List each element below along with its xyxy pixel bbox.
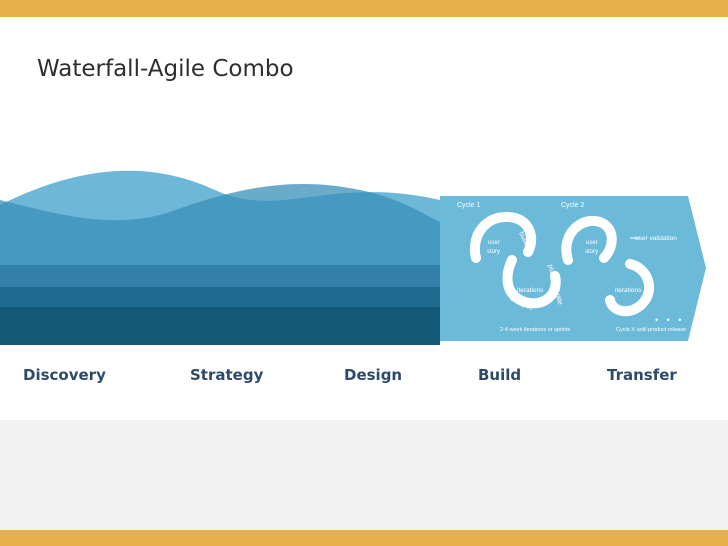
user-story-1-line-1: user: [488, 240, 500, 246]
cycle-1-swirl: [469, 211, 561, 309]
phase-design: Design: [344, 366, 403, 384]
phase-discovery: Discovery: [23, 366, 106, 384]
user-story-2-line-2: story: [585, 249, 598, 255]
slide-title: Waterfall-Agile Combo: [37, 56, 294, 82]
bottom-accent-bar: [0, 530, 728, 546]
user-validation-label: user validation: [635, 235, 677, 242]
lower-panel: [0, 420, 728, 530]
phase-strategy: Strategy: [190, 366, 264, 384]
cycle-2-swirl: [561, 215, 655, 317]
iterations-label-2: iterations: [615, 287, 642, 294]
phase-transfer: Transfer: [607, 366, 677, 384]
cycle-2-label: Cycle 2: [561, 202, 584, 209]
top-accent-bar: [0, 0, 728, 17]
phase-build: Build: [478, 366, 522, 384]
user-story-2-line-1: user: [586, 240, 598, 246]
user-story-1-line-2: story: [487, 249, 500, 255]
iterations-note: 2-4 week iterations or sprints: [500, 327, 571, 333]
cycle-1-label: Cycle 1: [457, 202, 480, 209]
ellipsis-dots: • • •: [655, 315, 684, 325]
iterations-label-1: iterations: [517, 287, 544, 294]
band-3: [0, 307, 440, 345]
word-test: test: [501, 276, 511, 289]
cycle-x-note: Cycle X until product release: [616, 327, 686, 333]
